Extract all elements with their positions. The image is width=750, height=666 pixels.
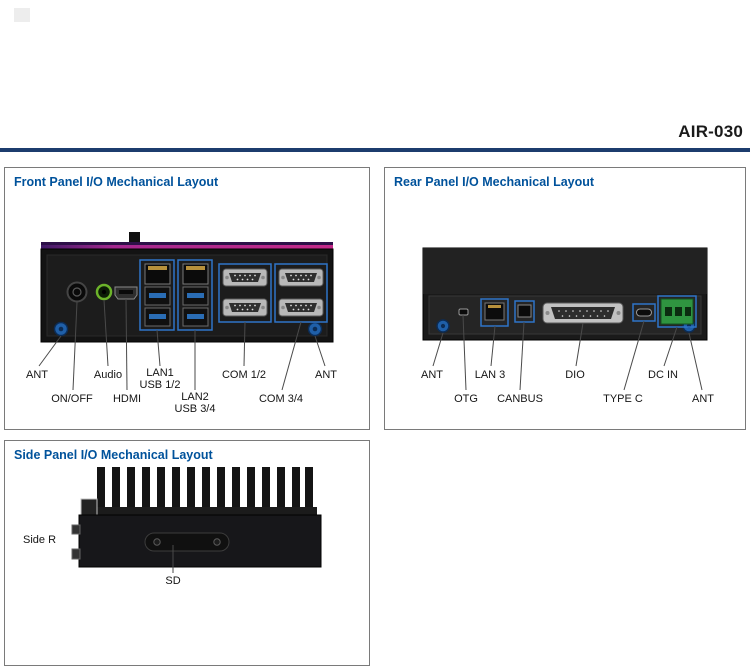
hdmi-port	[114, 286, 138, 300]
header-rule	[0, 148, 750, 152]
front-panel-section: Front Panel I/O Mechanical Layout	[4, 167, 370, 430]
label-ant-left: ANT	[26, 369, 48, 381]
sd-door	[144, 532, 230, 552]
front-device-illustration	[40, 232, 334, 343]
rear-panel-section: Rear Panel I/O Mechanical Layout	[384, 167, 746, 430]
label-lan1: LAN1	[146, 367, 174, 379]
label-typec: TYPE C	[603, 393, 643, 405]
heatsink-fins	[97, 467, 313, 511]
rear-panel-diagram: ANT LAN 3 DIO DC IN OTG CANBUS TYPE C AN…	[421, 247, 714, 405]
side-tab	[80, 498, 98, 516]
label-ant-right: ANT	[315, 369, 337, 381]
front-callout-lines	[38, 298, 326, 391]
rear-device-illustration	[422, 247, 708, 341]
label-audio: Audio	[94, 369, 122, 381]
canbus-port	[514, 300, 535, 323]
ant-screw-left	[436, 319, 450, 333]
side-device-illustration	[71, 467, 322, 568]
label-sd: SD	[165, 575, 180, 587]
top-strip	[41, 245, 333, 249]
label-com34: COM 3/4	[259, 393, 303, 405]
dio-connector	[542, 302, 624, 324]
side-panel-section: Side Panel I/O Mechanical Layout	[4, 440, 370, 666]
label-dcin: DC IN	[648, 369, 678, 381]
power-button	[66, 281, 88, 303]
label-lan2: LAN2	[181, 391, 209, 403]
label-lan3: LAN 3	[475, 369, 506, 381]
label-ant-right: ANT	[692, 393, 714, 405]
ant-screw-right	[307, 321, 323, 337]
front-panel-title: Front Panel I/O Mechanical Layout	[14, 175, 219, 189]
rear-panel-title: Rear Panel I/O Mechanical Layout	[394, 175, 595, 189]
label-canbus: CANBUS	[497, 393, 543, 405]
scan-artifact	[14, 8, 30, 22]
side-panel-diagram: Side R SD	[23, 467, 322, 587]
rear-callout-lines	[432, 314, 703, 391]
label-com12: COM 1/2	[222, 369, 266, 381]
label-ant-left: ANT	[421, 369, 443, 381]
label-usb12: USB 1/2	[140, 379, 181, 391]
label-side-r: Side R	[23, 534, 56, 546]
rear-labels: ANT LAN 3 DIO DC IN OTG CANBUS TYPE C AN…	[421, 369, 714, 405]
top-tab	[129, 232, 140, 246]
lan1-usb12-stack	[139, 259, 175, 331]
dcin-terminal	[657, 295, 697, 328]
lan3-port	[480, 298, 509, 327]
ant-screw-left	[53, 321, 69, 337]
label-onoff: ON/OFF	[51, 393, 93, 405]
label-otg: OTG	[454, 393, 478, 405]
side-panel-title: Side Panel I/O Mechanical Layout	[14, 448, 213, 462]
front-panel-diagram: ANT Audio LAN1 USB 1/2 COM 1/2 ANT ON/OF…	[26, 232, 337, 415]
label-dio: DIO	[565, 369, 585, 381]
page-title: AIR-030	[678, 122, 743, 141]
audio-jack	[95, 283, 113, 301]
label-hdmi: HDMI	[113, 393, 141, 405]
front-labels: ANT Audio LAN1 USB 1/2 COM 1/2 ANT ON/OF…	[26, 367, 337, 415]
lan2-usb34-stack	[177, 259, 213, 331]
label-usb34: USB 3/4	[175, 403, 216, 415]
otg-port	[458, 308, 469, 316]
